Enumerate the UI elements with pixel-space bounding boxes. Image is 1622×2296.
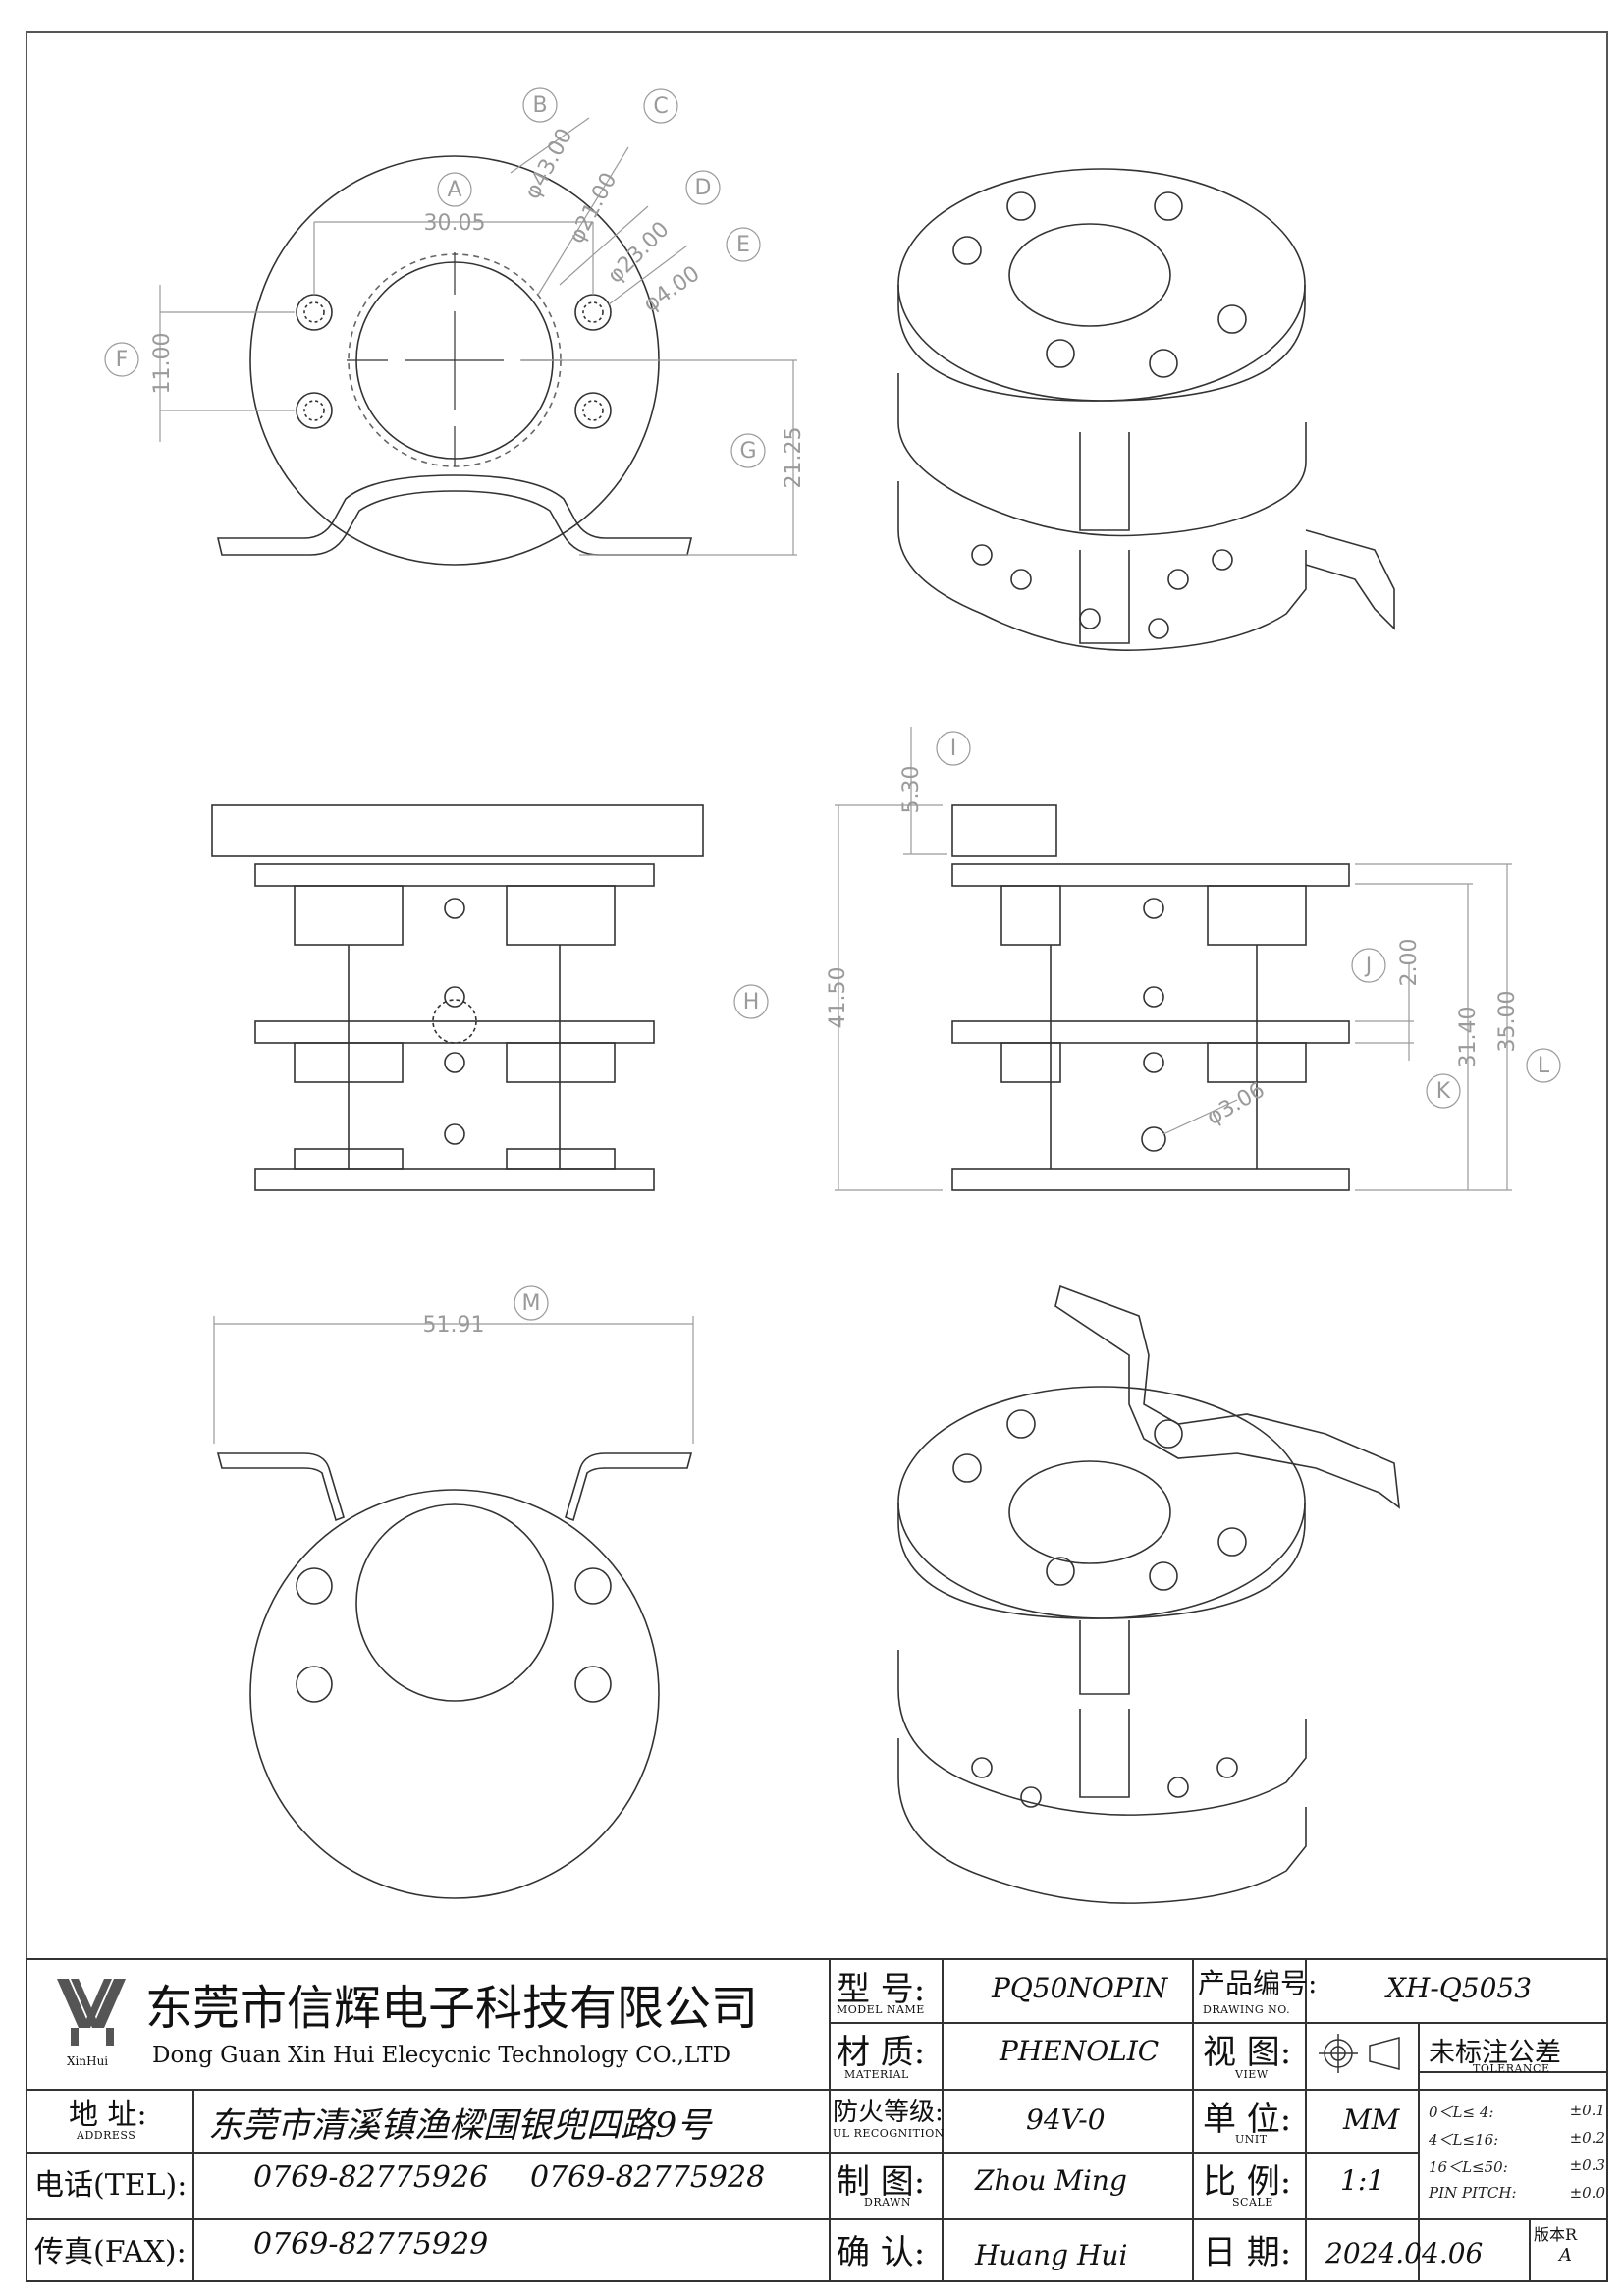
company-name-cn: 东莞市信辉电子科技有限公司 bbox=[145, 1981, 759, 2036]
rev-value: A bbox=[1559, 2245, 1572, 2266]
dimension-tag: A bbox=[447, 178, 461, 202]
drawing-no-label-en: DRAWING NO. bbox=[1203, 2003, 1291, 2016]
ul-label: 防火等级: bbox=[833, 2098, 944, 2127]
tel-label: 电话(TEL): bbox=[34, 2168, 188, 2203]
iso-view-top bbox=[897, 168, 1395, 652]
dimension-tag: C bbox=[653, 94, 668, 119]
front-view bbox=[211, 804, 704, 1191]
rev-label: 版本R bbox=[1534, 2225, 1578, 2244]
tolerance-range: 16＜L≤50: bbox=[1429, 2159, 1508, 2176]
dimension-value: φ4.00 bbox=[639, 261, 704, 317]
company-logo bbox=[57, 1979, 126, 2046]
tolerance-range: 0＜L≤ 4: bbox=[1429, 2104, 1494, 2121]
dimension-value: 11.00 bbox=[150, 333, 175, 395]
dimension-value: 30.05 bbox=[424, 211, 486, 236]
bottom-view bbox=[216, 1452, 693, 1899]
tolerance-row: 4＜L≤16: ±0.2 bbox=[1429, 2129, 1605, 2157]
unit-value: MM bbox=[1343, 2104, 1400, 2136]
dimension-value: 35.00 bbox=[1495, 991, 1520, 1053]
dimension-tag: G bbox=[739, 439, 756, 464]
scale-label: 比 例: bbox=[1203, 2162, 1292, 2202]
ul-label-en: UL RECOGNITION bbox=[833, 2127, 945, 2140]
company-name-en: Dong Guan Xin Hui Elecycnic Technology C… bbox=[152, 2043, 731, 2068]
tel-1: 0769-82775926 bbox=[253, 2160, 489, 2195]
unit-label-en: UNIT bbox=[1235, 2133, 1268, 2146]
dimension-tag: F bbox=[116, 348, 129, 372]
tolerance-range: PIN PITCH: bbox=[1429, 2184, 1517, 2202]
date-label: 日 期: bbox=[1203, 2233, 1292, 2272]
model-value: PQ50NOPIN bbox=[992, 1972, 1168, 2004]
tolerance-label: 未标注公差 bbox=[1429, 2038, 1561, 2068]
dimension-tag: H bbox=[743, 990, 760, 1014]
dimension-tag: B bbox=[532, 93, 547, 118]
address-label: 地 址: bbox=[69, 2098, 147, 2132]
sheet-border bbox=[26, 31, 1608, 2282]
tolerance-value: ±0.0 bbox=[1569, 2184, 1605, 2202]
dimension-tag: L bbox=[1538, 1054, 1550, 1078]
bottom-view-dims bbox=[213, 1285, 694, 1444]
model-label: 型 号: bbox=[837, 1970, 926, 2009]
scale-value: 1:1 bbox=[1340, 2164, 1385, 2197]
tolerance-range: 4＜L≤16: bbox=[1429, 2131, 1499, 2149]
dimension-tag: E bbox=[736, 233, 750, 257]
tolerance-value: ±0.3 bbox=[1569, 2157, 1605, 2174]
dimension-tag: K bbox=[1436, 1079, 1451, 1104]
side-view bbox=[951, 804, 1350, 1191]
tolerance-row: 0＜L≤ 4: ±0.1 bbox=[1429, 2102, 1605, 2129]
check-label: 确 认: bbox=[837, 2233, 926, 2272]
model-label-en: MODEL NAME bbox=[837, 2003, 925, 2016]
dimension-value: φ3.06 bbox=[1203, 1078, 1269, 1130]
material-value: PHENOLIC bbox=[1000, 2035, 1160, 2067]
tolerance-row: 16＜L≤50: ±0.3 bbox=[1429, 2157, 1605, 2184]
drawn-label: 制 图: bbox=[837, 2162, 926, 2202]
dimension-value: 21.25 bbox=[782, 427, 806, 489]
dimension-tag: I bbox=[950, 737, 957, 761]
date-value: 2024.04.06 bbox=[1325, 2237, 1484, 2269]
top-view-dims bbox=[104, 87, 797, 556]
tel-2: 0769-82775928 bbox=[530, 2160, 766, 2195]
ul-value: 94V-0 bbox=[1026, 2104, 1106, 2136]
material-label: 材 质: bbox=[837, 2033, 926, 2072]
dimension-tag: J bbox=[1364, 954, 1373, 978]
tolerance-value: ±0.1 bbox=[1569, 2102, 1605, 2119]
scale-label-en: SCALE bbox=[1232, 2196, 1273, 2209]
check-value: Huang Hui bbox=[975, 2239, 1128, 2271]
iso-view-bottom bbox=[897, 1285, 1400, 1904]
drawing-no-value: XH-Q5053 bbox=[1386, 1972, 1533, 2004]
side-view-dims bbox=[733, 727, 1561, 1191]
drawing-no-label: 产品编号: bbox=[1198, 1967, 1318, 1999]
dimension-value: 51.91 bbox=[423, 1313, 485, 1338]
fax-value: 0769-82775929 bbox=[253, 2227, 489, 2262]
logo-text: XinHui bbox=[67, 2054, 109, 2068]
title-block-grid bbox=[26, 1958, 1608, 2282]
address-label-en: ADDRESS bbox=[77, 2129, 136, 2142]
dimension-value: 2.00 bbox=[1397, 939, 1422, 987]
unit-label: 单 位: bbox=[1203, 2100, 1292, 2139]
drawn-label-en: DRAWN bbox=[864, 2196, 912, 2209]
dimension-tag: M bbox=[522, 1291, 541, 1316]
view-label-en: VIEW bbox=[1235, 2068, 1269, 2081]
projection-symbol-icon bbox=[1319, 2034, 1400, 2073]
tolerance-value: ±0.2 bbox=[1569, 2129, 1605, 2147]
drawn-value: Zhou Ming bbox=[975, 2164, 1127, 2197]
material-label-en: MATERIAL bbox=[844, 2068, 909, 2081]
tolerance-label-en: TOLERANCE bbox=[1473, 2062, 1550, 2075]
dimension-value: 5.30 bbox=[899, 766, 924, 814]
address-value: 东莞市清溪镇渔樑围银兜四路9号 bbox=[208, 2106, 712, 2146]
dimension-value: φ23.00 bbox=[603, 217, 674, 288]
dimension-tag: D bbox=[695, 176, 712, 200]
dimension-value: 41.50 bbox=[826, 967, 850, 1029]
tolerance-table: 0＜L≤ 4: ±0.1 4＜L≤16: ±0.2 16＜L≤50: ±0.3 … bbox=[1429, 2102, 1605, 2212]
view-label: 视 图: bbox=[1203, 2033, 1292, 2072]
dimension-value: 31.40 bbox=[1456, 1007, 1481, 1068]
fax-label: 传真(FAX): bbox=[34, 2235, 187, 2269]
tolerance-row: PIN PITCH: ±0.0 bbox=[1429, 2184, 1605, 2212]
